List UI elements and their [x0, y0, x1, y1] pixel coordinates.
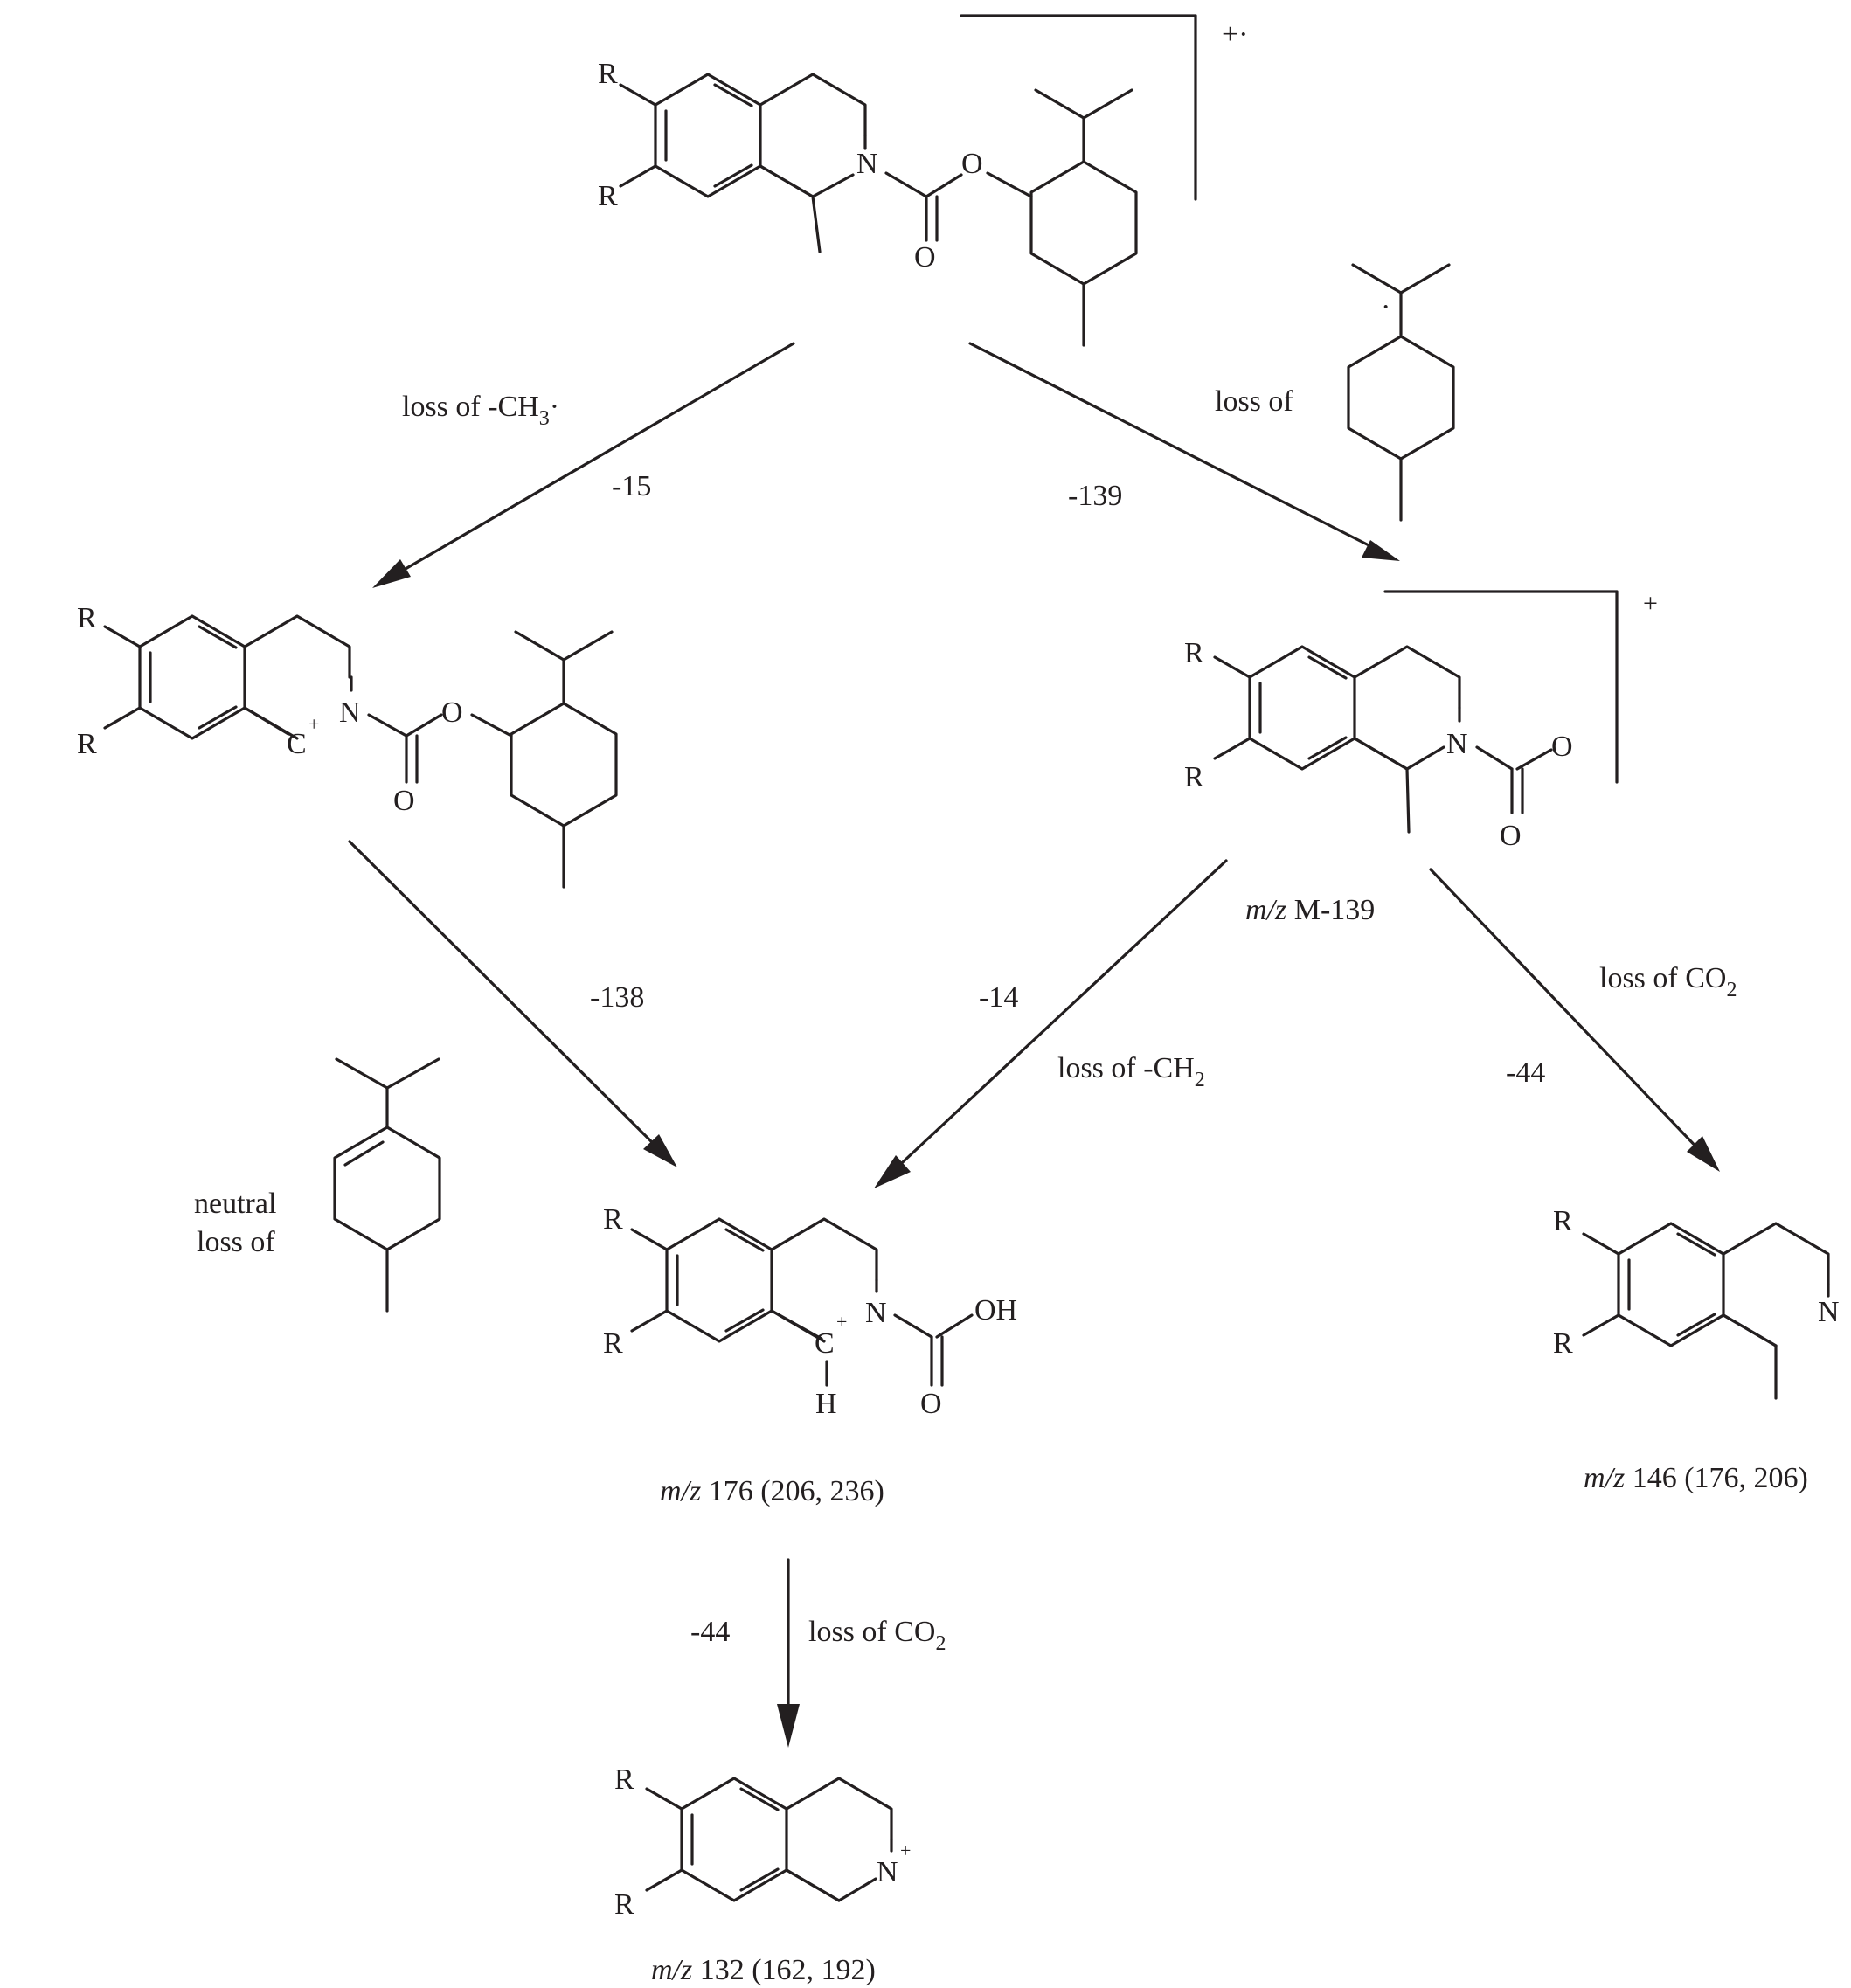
- r-label: R: [614, 1763, 634, 1796]
- r-label: R: [1553, 1205, 1573, 1237]
- arrow-loss-co2-bottom: [777, 1558, 800, 1748]
- delta-minus-44-bottom: -44: [690, 1616, 730, 1648]
- arrow-loss-menthyl-radical: [968, 342, 1400, 561]
- delta-minus-15: -15: [612, 470, 651, 502]
- delta-minus-139: -139: [1068, 480, 1122, 512]
- parent-molecular-ion: +· R R N O O: [598, 14, 1249, 347]
- r-label: R: [603, 1327, 623, 1360]
- mz-132: m/z 132 (162, 192): [651, 1954, 876, 1986]
- radical-cation-charge: +·: [1222, 18, 1249, 51]
- delta-minus-44-right: -44: [1506, 1056, 1545, 1089]
- neutral-loss-line2: loss of: [197, 1226, 275, 1258]
- nitrogen-label: N: [1446, 728, 1468, 760]
- ester-oxygen-label: O: [961, 148, 983, 180]
- neutral-loss-line1: neutral: [194, 1188, 276, 1220]
- carbocation-c-label: C: [287, 728, 307, 760]
- radical-dot: ·: [1381, 291, 1390, 323]
- product-ion-mz-176: R R C + N OH H O: [603, 1203, 1017, 1420]
- hydrogen-label: H: [815, 1388, 837, 1420]
- carbocation-charge: +: [308, 713, 319, 735]
- arrow-loss-ch3: [372, 342, 795, 588]
- intermediate-ion-m-minus-15: R R C + N O O: [77, 602, 618, 889]
- r-label: R: [1553, 1327, 1573, 1360]
- nitrogen-label: N: [1818, 1296, 1840, 1328]
- r-label: R: [614, 1888, 634, 1921]
- nitrogen-label: N: [865, 1297, 887, 1329]
- r-label: R: [598, 58, 618, 90]
- iminium-charge: +: [900, 1839, 911, 1861]
- delta-minus-14: -14: [979, 981, 1018, 1014]
- carbocation-c-label: C: [815, 1327, 835, 1360]
- hydroxyl-label: OH: [974, 1294, 1017, 1326]
- loss-co2-bottom-label: loss of CO2: [808, 1616, 946, 1655]
- intermediate-ion-m-minus-139: + R R N O O: [1184, 589, 1658, 852]
- r-label: R: [77, 728, 97, 760]
- carbocation-charge: +: [836, 1311, 847, 1333]
- arrow-loss-ch2: [874, 859, 1228, 1188]
- cation-charge: +: [1643, 589, 1658, 618]
- mz-176: m/z 176 (206, 236): [660, 1475, 884, 1507]
- oxygen-label: O: [1551, 731, 1573, 763]
- loss-ch3-label: loss of -CH3·: [402, 391, 559, 430]
- nitrogen-label: N: [877, 1856, 898, 1888]
- menthyl-radical-structure: ·: [1347, 263, 1455, 522]
- menthene-structure: [333, 1057, 441, 1313]
- mz-m-minus-139: m/z M-139: [1245, 894, 1375, 926]
- r-label: R: [1184, 761, 1204, 793]
- carbonyl-oxygen-label: O: [914, 241, 936, 274]
- mz-146: m/z 146 (176, 206): [1584, 1462, 1808, 1494]
- nitrogen-label: N: [856, 148, 878, 180]
- arrow-loss-co2-right: [1429, 868, 1720, 1172]
- r-label: R: [598, 180, 618, 212]
- carbonyl-oxygen-label: O: [1500, 820, 1522, 852]
- ester-oxygen-label: O: [441, 696, 463, 729]
- arrow-loss-menthene: [348, 840, 677, 1167]
- product-ion-mz-146: R R N: [1553, 1205, 1840, 1400]
- r-label: R: [77, 602, 97, 634]
- delta-minus-138: -138: [590, 981, 644, 1014]
- loss-menthyl-label: loss of: [1215, 385, 1293, 418]
- product-ion-mz-132: R R N +: [614, 1763, 911, 1921]
- nitrogen-label: N: [339, 696, 361, 729]
- r-label: R: [1184, 637, 1204, 669]
- r-label: R: [603, 1203, 623, 1236]
- carbonyl-oxygen-label: O: [393, 785, 415, 817]
- carbonyl-oxygen-label: O: [920, 1388, 942, 1420]
- loss-co2-right-label: loss of CO2: [1599, 962, 1737, 1001]
- loss-ch2-label: loss of -CH2: [1057, 1052, 1205, 1091]
